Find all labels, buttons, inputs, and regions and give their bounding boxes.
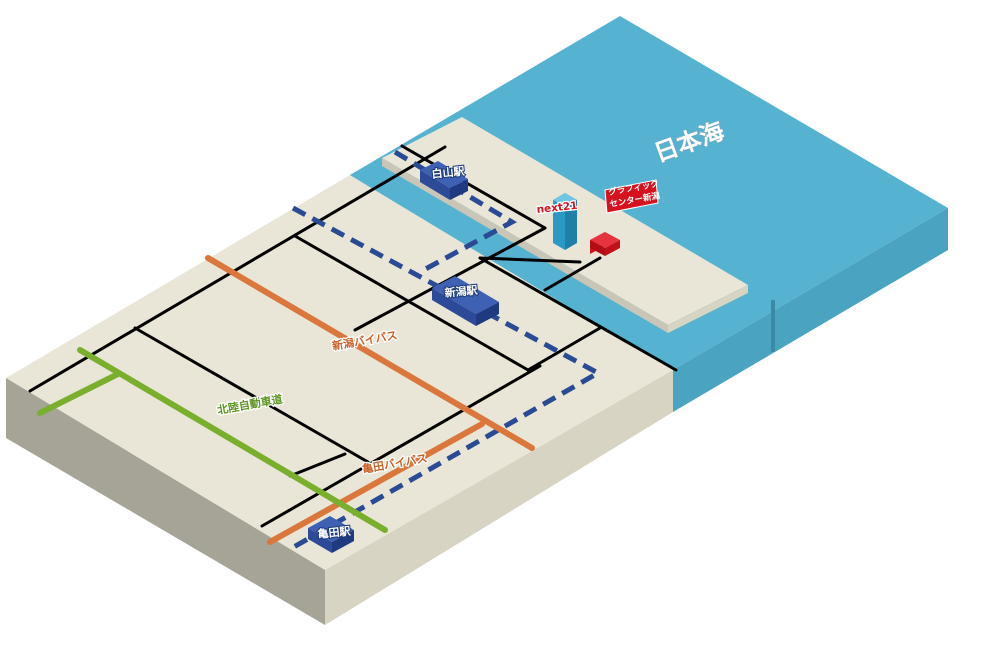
road xyxy=(28,145,447,393)
road xyxy=(400,144,547,230)
station-hakusan xyxy=(420,161,468,200)
station-label-niigata: 新潟駅 xyxy=(444,283,478,300)
graphic-center-building xyxy=(590,232,620,256)
niigata-bypass-line xyxy=(205,255,535,451)
road xyxy=(293,234,530,372)
river-water xyxy=(350,153,673,370)
peninsula-edge xyxy=(382,158,668,333)
road xyxy=(288,452,347,478)
land-left-face xyxy=(6,378,325,625)
expressway-branch-line xyxy=(37,371,121,416)
road xyxy=(133,326,370,464)
station-niigata xyxy=(432,276,499,326)
river xyxy=(350,153,673,370)
rail-line xyxy=(290,205,604,551)
kameda-bypass-line xyxy=(267,421,485,545)
peninsula-front xyxy=(668,285,748,333)
land-right-face xyxy=(325,370,673,625)
next21-label: next21 xyxy=(536,200,578,216)
road xyxy=(478,256,582,264)
road xyxy=(260,364,542,528)
next21-tower xyxy=(553,193,577,250)
graphic-center-label-box xyxy=(604,179,659,214)
bypasses xyxy=(205,255,535,545)
hokuriku-expressway-line xyxy=(77,347,388,533)
road xyxy=(478,256,678,372)
expressway xyxy=(37,347,388,533)
station-label-kameda: 亀田駅 xyxy=(317,524,351,541)
road xyxy=(543,256,602,292)
station-label-hakusan: 白山駅 xyxy=(431,164,465,181)
station-kameda xyxy=(308,516,354,553)
road xyxy=(526,326,602,372)
sea-front-face xyxy=(673,208,948,412)
